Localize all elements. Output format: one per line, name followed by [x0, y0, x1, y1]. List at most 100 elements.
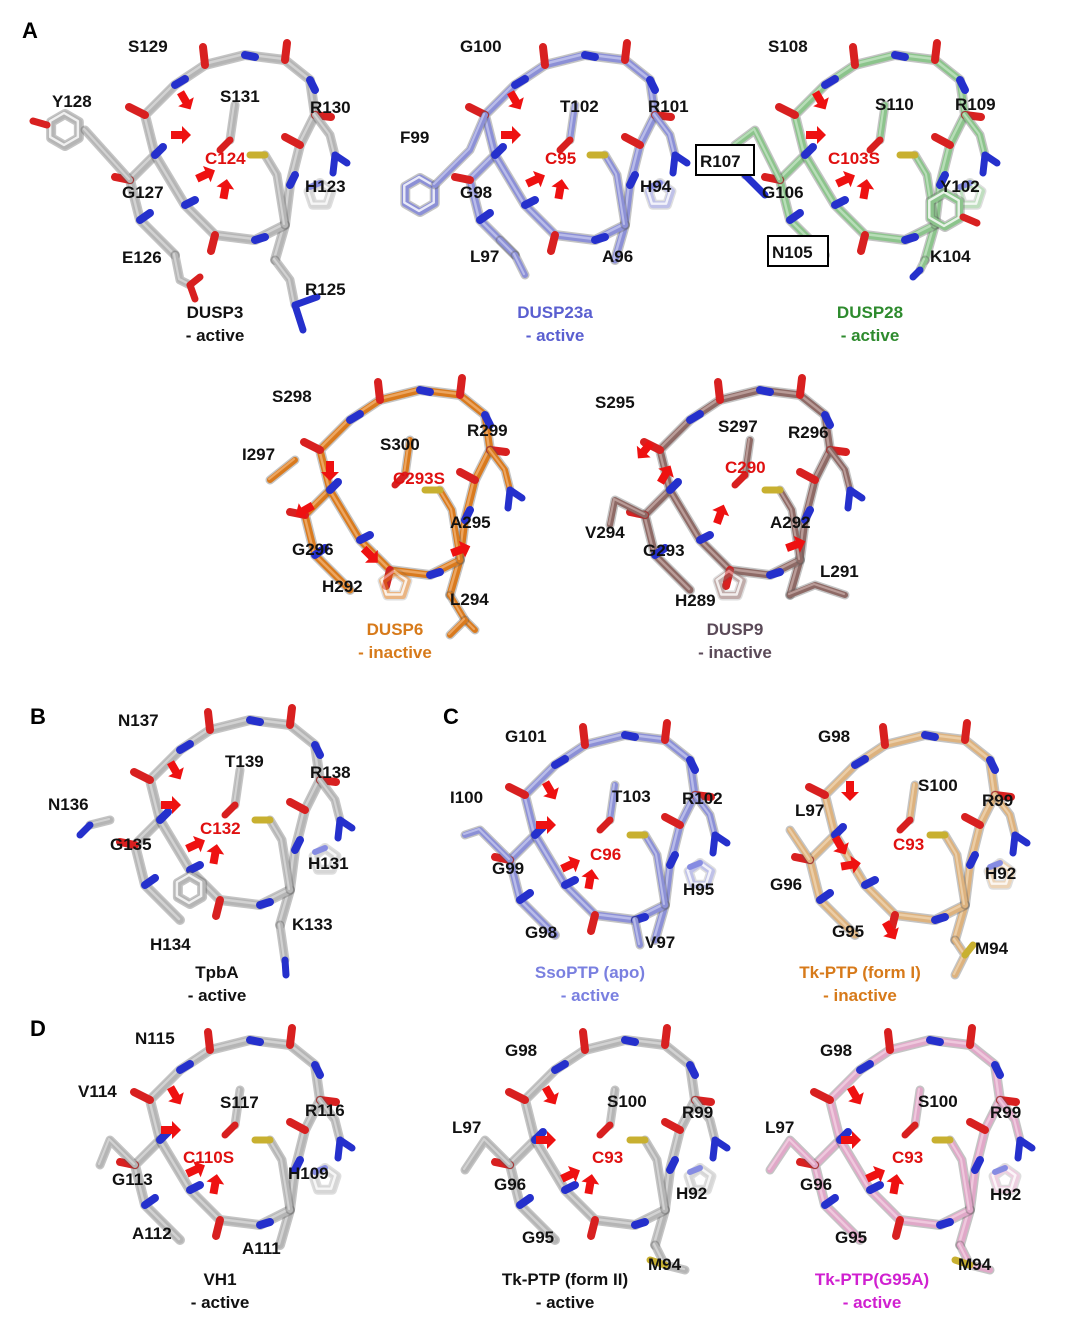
oxygen-atom — [556, 136, 574, 154]
oxygen-atom — [505, 1088, 529, 1104]
oxygen-atom — [374, 378, 384, 404]
caption-name: DUSP9 — [707, 620, 764, 639]
caption-name: Tk-PTP (form I) — [799, 963, 921, 982]
residue-label: S100 — [918, 776, 958, 795]
residue-label: S300 — [380, 435, 420, 454]
residue-label: K104 — [930, 247, 971, 266]
residue-label: I297 — [242, 445, 275, 464]
catalytic-residue-label: C290 — [725, 458, 766, 477]
nitrogen-atom — [709, 1136, 719, 1162]
residue-label: V294 — [585, 523, 625, 542]
serine-sidechain-highlight — [742, 437, 751, 476]
nitrogen-atom — [156, 808, 172, 824]
residue-label: S298 — [272, 387, 312, 406]
residue-label: T102 — [560, 97, 599, 116]
oxygen-atom — [130, 768, 154, 784]
nitrogen-atom — [307, 180, 323, 190]
nitrogen-atom — [821, 1194, 839, 1209]
nitrogen-atom — [476, 209, 494, 224]
residue-label: G95 — [522, 1228, 554, 1247]
boxed-residue-label: N105 — [772, 243, 813, 262]
oxygen-atom — [547, 231, 559, 255]
nitrogen-atom — [561, 1181, 579, 1194]
oxygen-atom — [661, 719, 671, 744]
arginine-sidechain-highlight — [652, 112, 676, 156]
residue-label: L97 — [470, 247, 499, 266]
structure-dusp3 — [29, 39, 351, 334]
residue-label: R99 — [982, 791, 1013, 810]
labels-dusp28: S108 S110 R109 R107 G106 Y102 N105 K104 … — [695, 37, 996, 345]
arginine-sidechain-highlight — [487, 447, 511, 491]
residue-label: H95 — [683, 880, 714, 899]
catalytic-arrow — [806, 126, 826, 144]
oxygen-atom — [212, 1216, 224, 1240]
histidine-ring — [983, 858, 1017, 890]
catalytic-residue-label: C93 — [892, 1148, 923, 1167]
residue-label: G96 — [800, 1175, 832, 1194]
residue-label: G106 — [762, 183, 804, 202]
nitrogen-atom — [426, 568, 444, 579]
residue-label: L97 — [765, 1118, 794, 1137]
oxygen-atom — [805, 783, 829, 799]
residue-label: L97 — [452, 1118, 481, 1137]
nitrogen-atom — [256, 1218, 274, 1229]
residue-label: G99 — [492, 859, 524, 878]
serine-sidechain-highlight — [402, 437, 411, 476]
nitrogen-atom — [461, 506, 474, 524]
oxygen-atom — [204, 1028, 214, 1054]
catalytic-residue-label: C93 — [893, 835, 924, 854]
caption-name: VH1 — [203, 1270, 236, 1289]
oxygen-atom — [587, 1216, 599, 1240]
oxygen-atom — [130, 1088, 154, 1104]
oxygen-atom — [931, 133, 954, 149]
catalytic-residue-label: C110S — [183, 1148, 234, 1167]
oxygen-atom — [621, 133, 644, 149]
oxygen-atom — [212, 896, 224, 920]
residue-label: R99 — [990, 1103, 1021, 1122]
catalytic-arrow — [523, 167, 549, 192]
nitrogen-atom — [76, 821, 94, 839]
caption-name: TpbA — [195, 963, 238, 982]
residue-label: G98 — [460, 183, 492, 202]
oxygen-atom — [596, 816, 614, 834]
oxygen-atom — [505, 783, 529, 799]
nitrogen-atom — [334, 1136, 344, 1162]
nitrogen-atom — [151, 143, 167, 159]
residue-label: R99 — [682, 1103, 713, 1122]
histidine-ring — [308, 843, 342, 875]
oxygen-atom — [901, 1121, 919, 1139]
residue-label: V114 — [78, 1082, 117, 1101]
catalytic-residue-label: C124 — [205, 149, 246, 168]
residue-label: T103 — [612, 787, 651, 806]
histidine-ring — [953, 178, 987, 210]
serine-sidechain — [402, 437, 413, 478]
residue-label: G127 — [122, 183, 164, 202]
catalytic-arrow — [172, 87, 199, 115]
oxygen-atom — [661, 1024, 671, 1049]
serine-sidechain — [232, 1087, 243, 1128]
residue-label: G95 — [835, 1228, 867, 1247]
oxygen-atom — [539, 43, 549, 69]
nitrogen-atom — [926, 1036, 944, 1046]
residue-label: G296 — [292, 540, 334, 559]
nitrogen-atom — [311, 1061, 324, 1079]
oxygen-atom — [286, 704, 296, 729]
labels-dusp3: S129 S131 R130 Y128 G127 H123 E126 R125 … — [52, 37, 351, 345]
residue-label: G96 — [770, 875, 802, 894]
residue-label: V97 — [645, 933, 675, 952]
residue-label: G98 — [505, 1041, 537, 1060]
residue-label: S129 — [128, 37, 168, 56]
sulfur-atom — [951, 1256, 974, 1269]
serine-sidechain-highlight — [877, 102, 886, 141]
residue-label: H92 — [990, 1185, 1021, 1204]
residue-label: K133 — [292, 915, 333, 934]
backbone-shadow — [665, 485, 805, 580]
catalytic-arrow — [579, 867, 601, 891]
structure-ssoptp — [460, 719, 731, 950]
labels-vh1: N115 V114 S117 R116 G113 H109 A112 A111 … — [78, 1029, 345, 1312]
oxygen-atom — [579, 723, 589, 749]
nitrogen-atom — [329, 151, 339, 177]
oxygen-atom — [892, 1216, 904, 1240]
nitrogen-atom — [481, 411, 494, 429]
residue-label: S100 — [607, 1092, 647, 1111]
